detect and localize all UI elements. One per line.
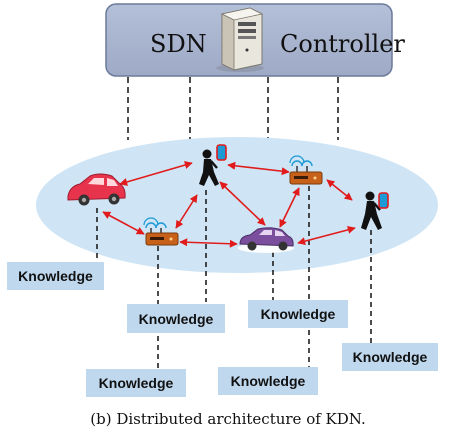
- knowledge-label: Knowledge: [139, 311, 214, 327]
- wireless-router-icon: [289, 155, 323, 185]
- knowledge-box: Knowledge: [248, 300, 348, 328]
- controller-links: [127, 77, 339, 140]
- knowledge-label: Knowledge: [231, 373, 306, 389]
- knowledge-links: [96, 186, 372, 369]
- knowledge-box: Knowledge: [7, 262, 104, 290]
- figure-caption: (b) Distributed architecture of KDN.: [90, 410, 365, 428]
- knowledge-label: Knowledge: [99, 375, 174, 391]
- person-with-phone-icon: [199, 144, 227, 186]
- car-icon: [238, 227, 294, 253]
- peer-links: [102, 161, 356, 248]
- person-with-phone-icon: [361, 191, 389, 230]
- knowledge-box: Knowledge: [218, 367, 318, 395]
- controller-right-text: Controller: [280, 30, 405, 58]
- car-icon: [67, 173, 126, 206]
- knowledge-box: Knowledge: [342, 343, 438, 371]
- sdn-controller: SDN Controller: [105, 3, 405, 77]
- controller-left-text: SDN: [150, 30, 207, 58]
- knowledge-box: Knowledge: [127, 304, 225, 333]
- knowledge-box: Knowledge: [86, 369, 186, 397]
- knowledge-label: Knowledge: [261, 306, 336, 322]
- knowledge-label: Knowledge: [353, 349, 428, 365]
- network-area: [36, 137, 438, 273]
- knowledge-label: Knowledge: [18, 268, 93, 284]
- wireless-router-icon: [143, 217, 179, 246]
- server-tower-icon: [216, 7, 264, 72]
